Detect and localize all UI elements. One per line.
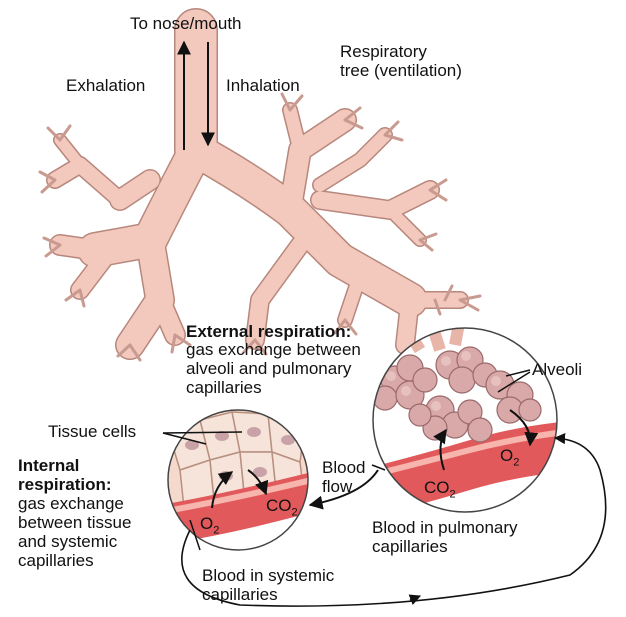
tissue-magnifier [160,405,320,550]
co2-pulmonary-label: CO2 [424,478,456,497]
blood-systemic-label: Blood in systemic capillaries [202,566,334,604]
external-respiration-title: External respiration: [186,322,351,341]
blood-pulmonary-label: Blood in pulmonary capillaries [372,518,518,556]
internal-respiration-title: Internal respiration: [18,456,112,494]
tissue-cells-label: Tissue cells [48,422,136,441]
respiratory-tree-label: Respiratory tree (ventilation) [340,42,462,80]
alveoli-label: Alveoli [532,360,582,379]
co2-systemic-label: CO2 [266,496,298,515]
external-respiration-desc: gas exchange between alveoli and pulmona… [186,340,361,397]
internal-respiration-desc: gas exchange between tissue and systemic… [18,494,131,570]
blood-flow-label: Blood flow [322,458,365,496]
exhalation-label: Exhalation [66,76,145,95]
alveoli-magnifier [360,318,580,520]
o2-pulmonary-label: O2 [500,446,519,465]
o2-systemic-label: O2 [200,514,219,533]
inhalation-label: Inhalation [226,76,300,95]
to-nose-mouth-label: To nose/mouth [130,14,242,33]
